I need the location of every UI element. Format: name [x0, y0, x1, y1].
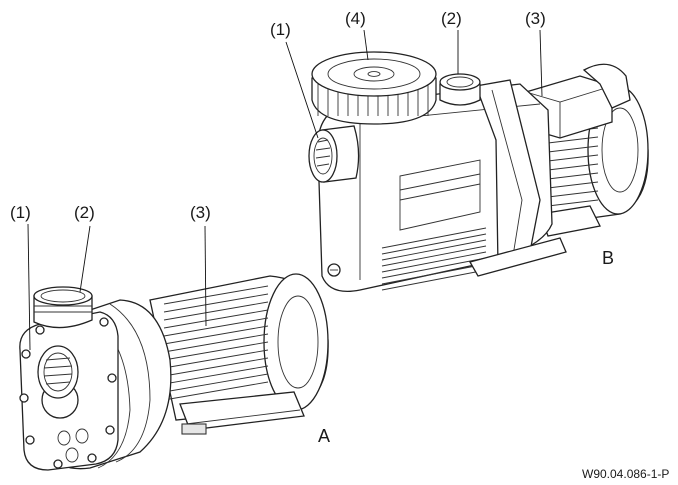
bolt-detail [87, 453, 97, 463]
line-detail [163, 373, 269, 393]
line-detail [163, 317, 269, 337]
bolt-detail [19, 393, 29, 403]
pump-b-drawing [308, 51, 649, 293]
line-detail [381, 233, 487, 255]
line-detail [381, 239, 487, 261]
line-detail [547, 172, 599, 180]
line-detail [163, 333, 269, 353]
pump-a-inlet-port [37, 345, 79, 399]
line-detail [163, 325, 269, 345]
pump-b-motor [519, 63, 649, 237]
line-detail [381, 257, 487, 279]
line-detail [163, 341, 269, 361]
pump-a-letter: A [318, 426, 330, 446]
line-detail [547, 163, 599, 171]
pump-b-housing [317, 79, 567, 293]
pump-a-callout-inlet: (1) [10, 203, 31, 222]
line-detail [163, 365, 269, 385]
pump-b-callout-lid: (4) [345, 9, 366, 28]
bolt-detail [99, 317, 109, 327]
pump-a-drawing [19, 273, 329, 471]
pump-a-motor [149, 273, 329, 435]
line-detail [547, 181, 599, 189]
pump-b-callout-inlet: (1) [270, 20, 291, 39]
bolt-detail [25, 435, 35, 445]
line-detail [163, 285, 269, 305]
bolt-detail [107, 373, 117, 383]
bolt-detail [105, 425, 115, 435]
line-detail [163, 357, 269, 377]
pump-a-callout-motor: (3) [190, 203, 211, 222]
line-detail [381, 269, 487, 291]
bolt-detail [35, 325, 45, 335]
pump-a-outlet-port [33, 286, 93, 329]
line-detail [547, 145, 599, 153]
line-detail [163, 301, 269, 321]
line-detail [381, 245, 487, 267]
bolt-detail [53, 459, 63, 469]
pump-b-callout-outlet: (2) [441, 9, 462, 28]
line-detail [547, 154, 599, 162]
pump-a-callout-outlet: (2) [74, 203, 95, 222]
pump-b-lid [311, 51, 437, 125]
line-detail [163, 309, 269, 329]
line-detail [547, 136, 599, 144]
line-detail [547, 190, 599, 198]
bolt-detail [21, 349, 31, 359]
line-detail [547, 199, 599, 207]
line-detail [163, 349, 269, 369]
line-detail [381, 227, 487, 249]
pump-b-letter: B [602, 248, 614, 268]
line-detail [163, 293, 269, 313]
pump-b-inlet-port [308, 125, 360, 183]
leader-lines [27, 29, 543, 351]
line-detail [381, 263, 487, 285]
line-detail [163, 381, 269, 401]
pump-b-outlet-port [439, 73, 481, 106]
pump-b-callout-motor: (3) [525, 9, 546, 28]
drawing-code: W90.04.086-1-P [582, 467, 669, 481]
line-detail [381, 251, 487, 273]
